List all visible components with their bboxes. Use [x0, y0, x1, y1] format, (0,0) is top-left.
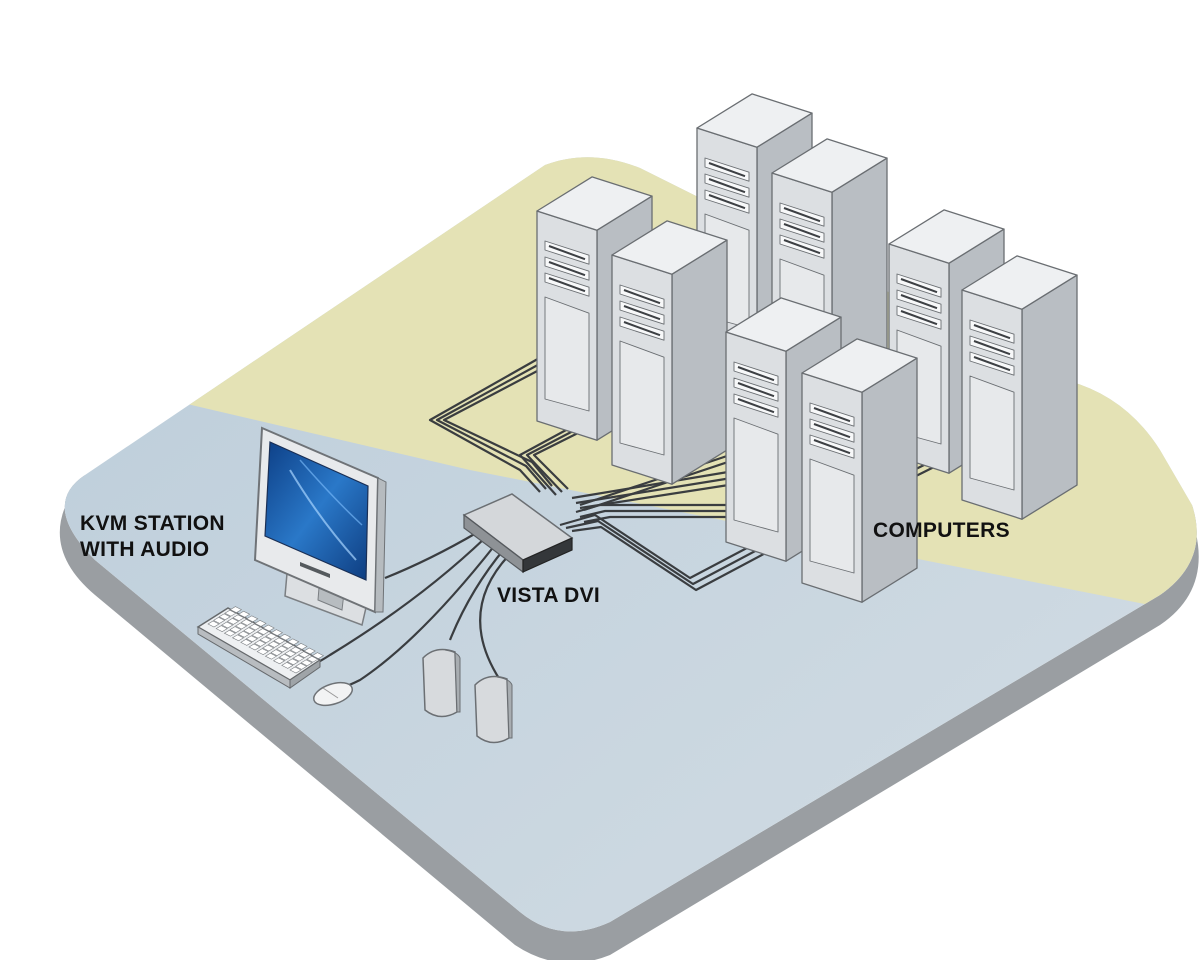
- keyboard-key: [253, 640, 267, 647]
- keyboard-key: [278, 633, 292, 641]
- keyboard-key: [221, 621, 234, 629]
- floor-edge: [59, 475, 1199, 963]
- keyboard-key: [270, 649, 283, 656]
- keyboard-key: [232, 614, 245, 622]
- keyboard-key: [243, 627, 256, 634]
- keyboard-key: [306, 655, 319, 663]
- station-label-line2: WITH AUDIO: [80, 538, 210, 561]
- keyboard-key: [281, 662, 294, 669]
- keyboard-key: [289, 666, 302, 674]
- tower-computer-icon: [611, 220, 728, 485]
- keyboard-key: [259, 636, 272, 644]
- tower-computer-icon: [801, 338, 918, 603]
- keyboard-key: [226, 618, 240, 625]
- keyboard-key: [286, 658, 300, 666]
- keyboard-key: [295, 643, 308, 650]
- keyboard-key: [240, 639, 253, 646]
- keyboard-key: [237, 630, 250, 638]
- switch-label: VISTA DVI: [497, 584, 601, 607]
- keyboard-key: [237, 610, 251, 618]
- keyboard-key: [275, 645, 289, 653]
- cable-monitor: [384, 531, 479, 580]
- kvm-switch-icon: [462, 493, 574, 574]
- keyboard-key: [224, 609, 237, 617]
- keyboard-key: [273, 637, 286, 645]
- cable-speaker-left: [448, 547, 506, 641]
- computers-group: [536, 93, 1078, 603]
- keyboard-key: [207, 620, 220, 628]
- keyboard-key: [278, 653, 291, 661]
- keyboard-key: [212, 617, 226, 624]
- keyboard-key: [251, 631, 264, 639]
- keyboard-key: [231, 634, 245, 642]
- keyboard-key: [256, 628, 270, 635]
- keyboard-key: [297, 651, 311, 658]
- station-label-line1: KVM STATION: [80, 512, 225, 535]
- keyboard-key: [240, 619, 253, 626]
- keyboard-key: [223, 629, 237, 637]
- keyboard-key: [262, 624, 275, 632]
- keyboard-key: [311, 652, 325, 659]
- keyboard-key: [300, 659, 313, 667]
- cable-bundle-back-left: [428, 351, 563, 493]
- keyboard-key: [287, 638, 300, 646]
- keyboard-key: [289, 646, 303, 654]
- tower-computer-icon: [961, 255, 1078, 520]
- keyboard-key: [229, 626, 242, 633]
- keyboard-key: [303, 647, 316, 655]
- keyboard-key: [248, 623, 262, 631]
- keyboard-key: [256, 648, 269, 655]
- keyboard-key: [265, 632, 278, 640]
- keyboard-key: [281, 642, 294, 649]
- keyboard-key: [254, 620, 267, 627]
- keyboard-key: [267, 641, 281, 648]
- keyboard-key: [248, 643, 261, 651]
- keyboard-key: [270, 629, 284, 636]
- speaker-icon-left: [422, 648, 461, 718]
- keyboard-key: [229, 606, 243, 613]
- keyboard-key: [264, 652, 278, 660]
- mouse-icon: [312, 681, 354, 707]
- speaker-icon-right: [474, 675, 513, 744]
- keyboard-key: [272, 657, 286, 665]
- keyboard-key: [246, 615, 259, 623]
- cable-speaker-right: [479, 551, 513, 681]
- keyboard-key: [284, 650, 297, 657]
- keyboard-key: [262, 644, 275, 652]
- computers-label: COMPUTERS: [873, 519, 1010, 542]
- keyboard-icon: [196, 606, 325, 689]
- keyboard-key: [292, 654, 305, 662]
- station-label: KVM STATION WITH AUDIO: [80, 511, 225, 563]
- monitor-icon: [253, 426, 387, 627]
- keyboard-key: [245, 635, 259, 643]
- keyboard-key: [218, 613, 231, 621]
- cable-bundle-mid: [571, 468, 749, 510]
- keyboard-key: [294, 663, 308, 670]
- keyboard-key: [215, 625, 228, 632]
- keyboard-key: [234, 622, 248, 630]
